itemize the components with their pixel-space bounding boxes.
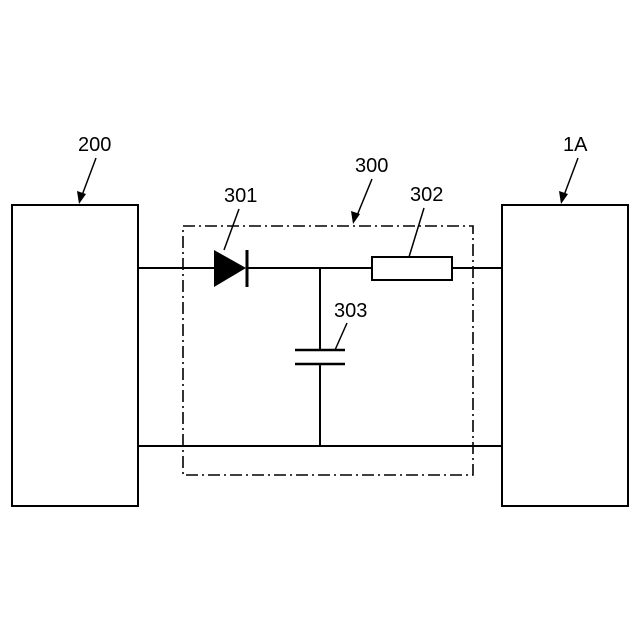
left-block [12, 205, 138, 506]
resistor-symbol [372, 257, 452, 280]
leader-right-block [559, 158, 578, 204]
diode-symbol [214, 250, 247, 287]
leader-left-block [77, 158, 96, 204]
label-diode: 301 [224, 185, 257, 207]
leader-resistor [409, 208, 424, 257]
label-resistor: 302 [410, 184, 443, 206]
leader-module [351, 179, 372, 224]
label-module: 300 [355, 155, 388, 177]
label-capacitor: 303 [334, 300, 367, 322]
label-left-block: 200 [78, 134, 111, 156]
leader-diode [224, 209, 239, 250]
right-block [502, 205, 628, 506]
leader-capacitor [335, 323, 347, 350]
label-right-block: 1A [563, 134, 588, 156]
